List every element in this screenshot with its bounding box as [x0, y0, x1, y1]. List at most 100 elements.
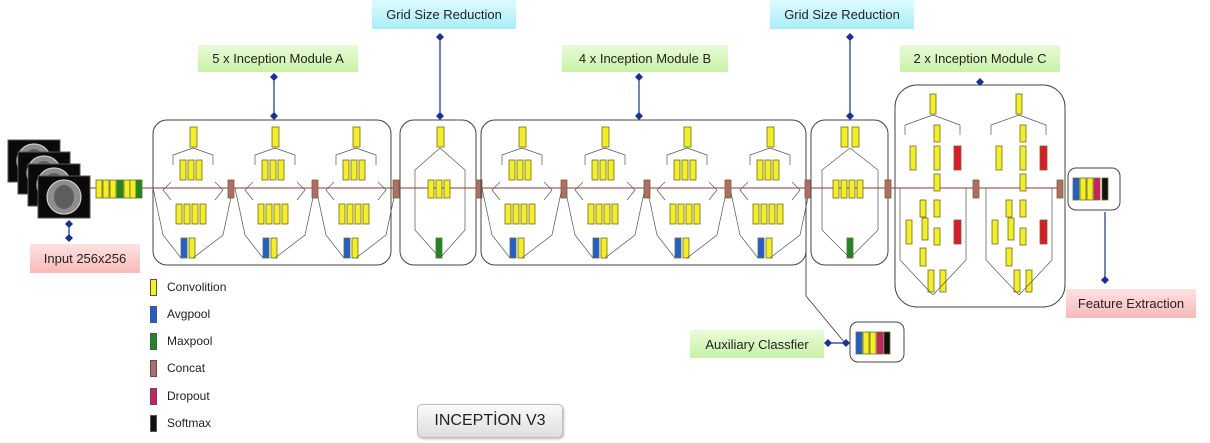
legend-label-convolution: Convolition — [167, 280, 227, 294]
branch-line — [990, 114, 1020, 135]
conv-block — [352, 126, 361, 148]
concat-block — [560, 179, 568, 199]
conv-block — [856, 179, 864, 199]
conv-block — [1005, 247, 1013, 267]
conv-block — [277, 159, 285, 181]
conv-block — [189, 126, 198, 148]
branch-line — [335, 147, 357, 165]
pointer-node-bottom — [436, 112, 444, 120]
legend-swatch-softmax — [150, 414, 157, 432]
conv-block — [669, 203, 677, 225]
branch-line — [192, 147, 214, 165]
conv-block — [603, 203, 611, 225]
conv-block — [350, 159, 358, 181]
conv-block — [1019, 173, 1027, 192]
conv-block — [1019, 199, 1027, 218]
conv-block — [909, 145, 917, 171]
legend-label-avgpool: Avgpool — [167, 307, 211, 321]
branch-line — [325, 181, 335, 201]
conv-block — [764, 159, 772, 181]
conv-block — [933, 227, 941, 246]
branch-line — [932, 188, 967, 296]
conv-block — [512, 203, 520, 225]
branch-line — [296, 181, 306, 201]
pointer-node-bottom — [65, 234, 73, 242]
conv-block — [587, 203, 595, 225]
avgpool-block — [262, 237, 270, 259]
branch-line — [162, 181, 172, 201]
branch-line — [152, 187, 182, 259]
module-b-label: 4 x Inception Module B — [562, 45, 728, 72]
branch-line — [656, 181, 666, 201]
pointer-node-top — [65, 220, 73, 228]
conv-block — [600, 237, 608, 259]
conv-block — [1025, 269, 1033, 293]
module-c-red-block — [953, 145, 962, 171]
conv-block — [766, 126, 775, 148]
conv-block — [1019, 227, 1027, 246]
concat-block — [227, 179, 235, 199]
avgpool-block — [343, 237, 351, 259]
branch-line — [414, 147, 441, 259]
legend-label-concat: Concat — [167, 361, 206, 375]
module-a-label: 5 x Inception Module A — [198, 45, 358, 72]
conv-block — [682, 237, 690, 259]
conv-block — [1019, 124, 1027, 143]
avgpool-block — [1072, 177, 1080, 201]
branch-line — [192, 187, 234, 259]
conv-block — [832, 179, 840, 199]
aux-line — [805, 295, 846, 344]
legend-swatch-maxpool — [150, 332, 157, 350]
conv-block — [520, 203, 528, 225]
legend-item-maxpool: Maxpool — [150, 331, 212, 351]
conv-block — [102, 179, 110, 199]
branch-line — [646, 187, 676, 259]
branch-line — [904, 114, 934, 135]
conv-block — [591, 159, 599, 181]
conv-block — [768, 203, 776, 225]
module-a-frame — [152, 119, 392, 266]
conv-block — [601, 126, 610, 148]
maxpool-block — [846, 237, 854, 259]
conv-block — [435, 179, 443, 199]
conv-block — [677, 203, 685, 225]
legend-swatch-avgpool — [150, 305, 157, 323]
conv-block — [123, 179, 131, 199]
pointer-node — [824, 339, 832, 347]
legend-swatch-dropout — [150, 387, 157, 405]
branch-line — [739, 181, 749, 201]
module-c-red-block — [1039, 219, 1048, 245]
conv-block — [362, 203, 370, 225]
concat-block — [311, 179, 319, 199]
branch-line — [574, 181, 584, 201]
conv-block — [265, 203, 273, 225]
conv-block — [939, 269, 947, 293]
conv-block — [685, 203, 693, 225]
diagram-title: INCEPTİON V3 — [417, 404, 563, 438]
pointer-node-top — [436, 33, 444, 41]
conv-block — [689, 159, 697, 181]
pointer-node-top — [635, 73, 643, 81]
branch-line — [626, 181, 636, 201]
branch-line — [729, 187, 759, 259]
conv-block — [921, 217, 929, 241]
module-c-red-block — [1039, 145, 1048, 171]
conv-block — [1007, 217, 1015, 241]
conv-block — [991, 219, 999, 245]
branch-line — [666, 147, 688, 165]
conv-block — [919, 199, 927, 218]
branch-line — [932, 114, 961, 135]
branch-line — [439, 147, 466, 259]
conv-block — [862, 331, 870, 355]
branch-line — [985, 188, 1020, 296]
module-c-red-block — [953, 219, 962, 245]
avgpool-block — [855, 331, 863, 355]
conv-block — [1086, 177, 1094, 201]
branch-line — [1018, 188, 1053, 296]
branch-line — [899, 188, 934, 296]
legend-swatch-convolution — [150, 278, 157, 296]
branch-line — [172, 147, 194, 165]
pointer-node-bottom — [270, 112, 278, 120]
grid-reduction-label-1: Grid Size Reduction — [372, 0, 516, 29]
pointer-node-bottom — [635, 112, 643, 120]
